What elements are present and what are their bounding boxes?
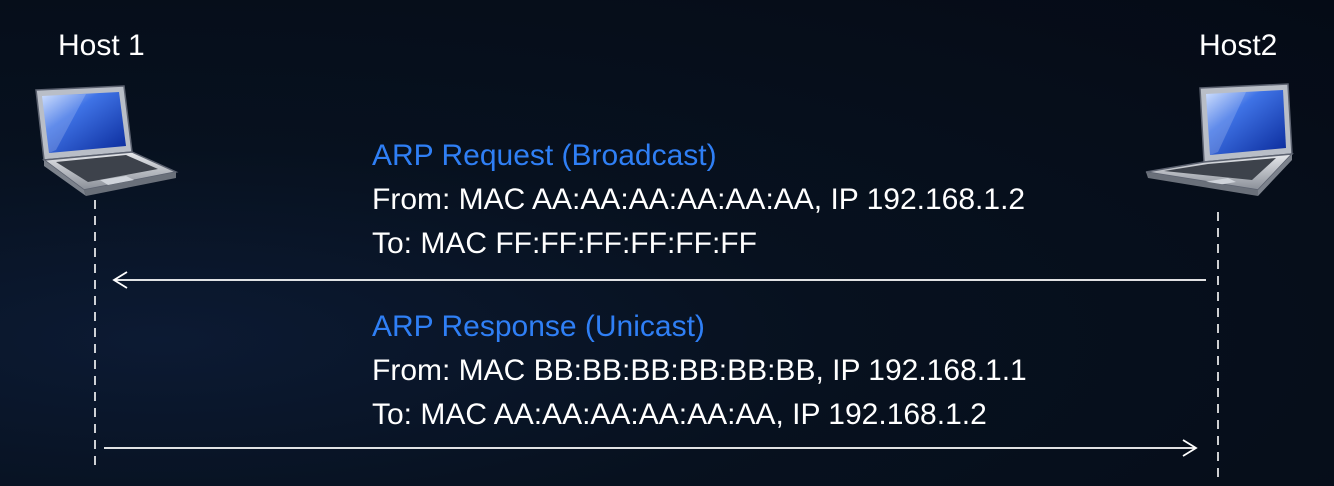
- host2-laptop-icon: [1145, 83, 1294, 196]
- response-to: To: MAC AA:AA:AA:AA:AA:AA, IP 192.168.1.…: [372, 398, 987, 431]
- response-from: From: MAC BB:BB:BB:BB:BB:BB, IP 192.168.…: [372, 354, 1027, 387]
- host1-laptop-icon: [35, 85, 179, 196]
- request-from: From: MAC AA:AA:AA:AA:AA:AA, IP 192.168.…: [372, 183, 1026, 216]
- response-arrow: [104, 439, 1198, 457]
- request-arrow: [112, 271, 1206, 289]
- request-title: ARP Request (Broadcast): [372, 139, 717, 172]
- host2-label: Host2: [1199, 29, 1278, 62]
- host1-label: Host 1: [58, 29, 145, 62]
- request-to: To: MAC FF:FF:FF:FF:FF:FF: [372, 227, 757, 260]
- response-title: ARP Response (Unicast): [372, 310, 705, 343]
